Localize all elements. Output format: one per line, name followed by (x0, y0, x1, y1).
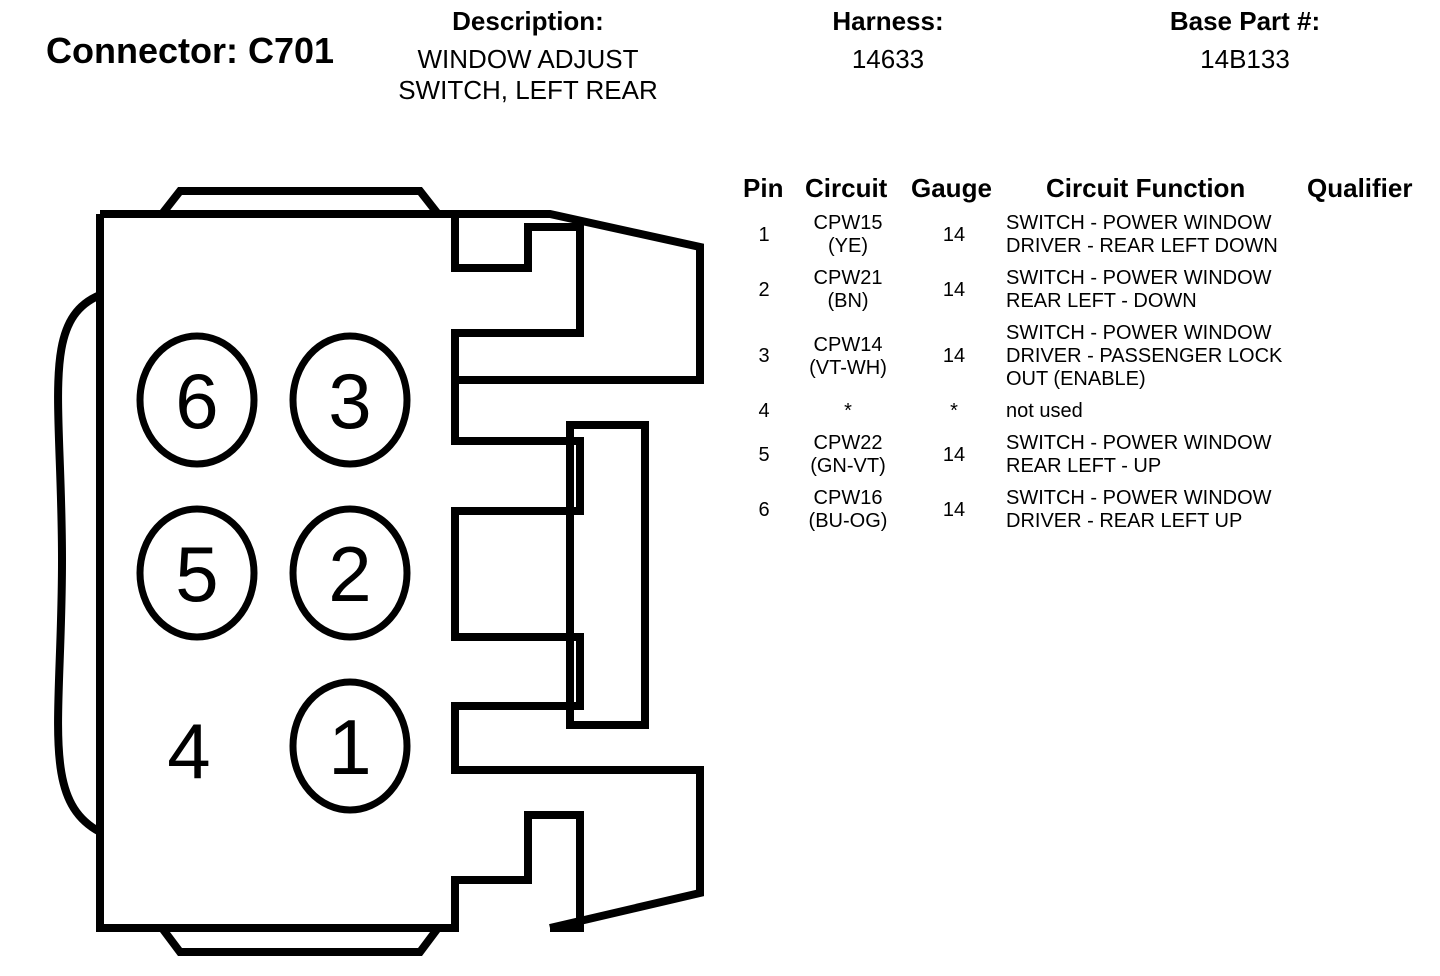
pin-6-outline (136, 332, 258, 468)
harness-value: 14633 (851, 44, 925, 74)
row-function-line: DRIVER - REAR LEFT DOWN (1006, 235, 1278, 257)
row-function-line: not used (1006, 400, 1083, 422)
row-function-line: SWITCH - POWER WINDOW (1006, 267, 1272, 289)
row-function-line: SWITCH - POWER WINDOW (1006, 432, 1272, 454)
row-gauge-line: 14 (942, 223, 966, 246)
row-circuit-line: CPW15 (813, 212, 883, 234)
pin-6-label: 6 (175, 357, 218, 445)
row-pin-line: 3 (758, 345, 770, 367)
pin-3-label: 3 (328, 357, 371, 445)
connector-body (96, 210, 704, 932)
row-function-line: DRIVER - PASSENGER LOCK (1006, 345, 1283, 367)
row-pin: 6 (744, 499, 784, 522)
row-circuit-line: (YE) (828, 235, 868, 257)
col-header-pin: Pin (743, 173, 784, 203)
pin-2-label: 2 (328, 530, 371, 618)
row-gauge: * (924, 400, 984, 423)
row-circuit-line: CPW14 (813, 333, 883, 356)
description-line-1: WINDOW ADJUST (417, 44, 639, 74)
row-circuit: CPW22(GN-VT) (798, 432, 898, 478)
row-gauge: 14 (924, 345, 984, 368)
connector-face-diagram: 6 3 5 2 4 1 (54, 187, 704, 956)
row-pin-line: 2 (758, 278, 770, 301)
col-header-circuit: Circuit (805, 173, 888, 203)
row-circuit-line: (VT-WH) (809, 356, 887, 379)
row-gauge-line: * (950, 400, 958, 422)
row-function-line: DRIVER - REAR LEFT UP (1006, 510, 1243, 532)
row-gauge-line: 14 (942, 443, 966, 466)
bottom-lip (158, 925, 442, 956)
pin-2-outline (289, 505, 411, 641)
pin-layer: 6 3 5 2 4 1 (136, 332, 411, 814)
row-pin: 3 (744, 345, 784, 368)
description-label: Description: (452, 6, 604, 36)
center-key (566, 421, 649, 729)
row-circuit: CPW15(YE) (798, 212, 898, 258)
row-gauge: 14 (924, 444, 984, 467)
row-pin: 5 (744, 444, 784, 467)
row-circuit-line: (BU-OG) (808, 510, 888, 532)
row-pin: 2 (744, 279, 784, 302)
row-pin-line: 4 (758, 400, 770, 422)
row-circuit: CPW21(BN) (798, 267, 898, 313)
row-pin-line: 1 (758, 223, 770, 246)
col-header-gauge: Gauge (911, 173, 992, 203)
description-line-2: SWITCH, LEFT REAR (398, 75, 658, 105)
row-circuit: CPW16(BU-OG) (798, 487, 898, 533)
pin-1-label: 1 (328, 703, 371, 791)
col-header-function: Circuit Function (1046, 173, 1246, 203)
row-circuit-line: CPW16 (813, 487, 883, 509)
pin-5-outline (136, 505, 258, 641)
row-gauge: 14 (924, 279, 984, 302)
base-part-label: Base Part #: (1169, 6, 1321, 36)
description-value: WINDOW ADJUST SWITCH, LEFT REAR (380, 44, 676, 106)
row-pin: 4 (744, 400, 784, 423)
connector-title: Connector: C701 (46, 30, 335, 71)
row-gauge-line: 14 (942, 345, 966, 367)
pin-3-outline (289, 332, 411, 468)
row-pin-line: 6 (758, 498, 770, 521)
row-function-line: REAR LEFT - DOWN (1006, 290, 1197, 312)
row-gauge-line: 14 (942, 278, 966, 301)
row-function-line: SWITCH - POWER WINDOW (1006, 487, 1272, 509)
pin-4-label: 4 (167, 707, 210, 795)
row-function-line: SWITCH - POWER WINDOW (1006, 322, 1272, 344)
left-latch (54, 291, 102, 836)
row-circuit-line: CPW22 (813, 432, 883, 454)
base-part-value: 14B133 (1200, 44, 1290, 74)
row-function: not used (1006, 400, 1083, 423)
row-circuit: CPW14(VT-WH) (798, 334, 898, 380)
pin-5-label: 5 (175, 530, 218, 618)
row-gauge-line: 14 (942, 498, 966, 521)
row-function-line: OUT (ENABLE) (1006, 368, 1146, 390)
harness-label: Harness: (832, 6, 944, 36)
row-circuit-line: CPW21 (813, 267, 883, 289)
row-circuit-line: (GN-VT) (810, 455, 886, 477)
row-gauge: 14 (924, 499, 984, 522)
row-function-line: SWITCH - POWER WINDOW (1006, 212, 1272, 234)
row-circuit-line: * (844, 400, 852, 422)
row-circuit-line: (BN) (827, 290, 869, 312)
pin-1-outline (289, 678, 411, 814)
row-function-line: REAR LEFT - UP (1006, 455, 1162, 477)
row-circuit: * (798, 400, 898, 423)
row-pin: 1 (744, 224, 784, 247)
col-header-qualifier: Qualifier (1307, 173, 1413, 203)
top-lip (158, 187, 442, 217)
row-gauge: 14 (924, 224, 984, 247)
row-pin-line: 5 (758, 443, 770, 466)
